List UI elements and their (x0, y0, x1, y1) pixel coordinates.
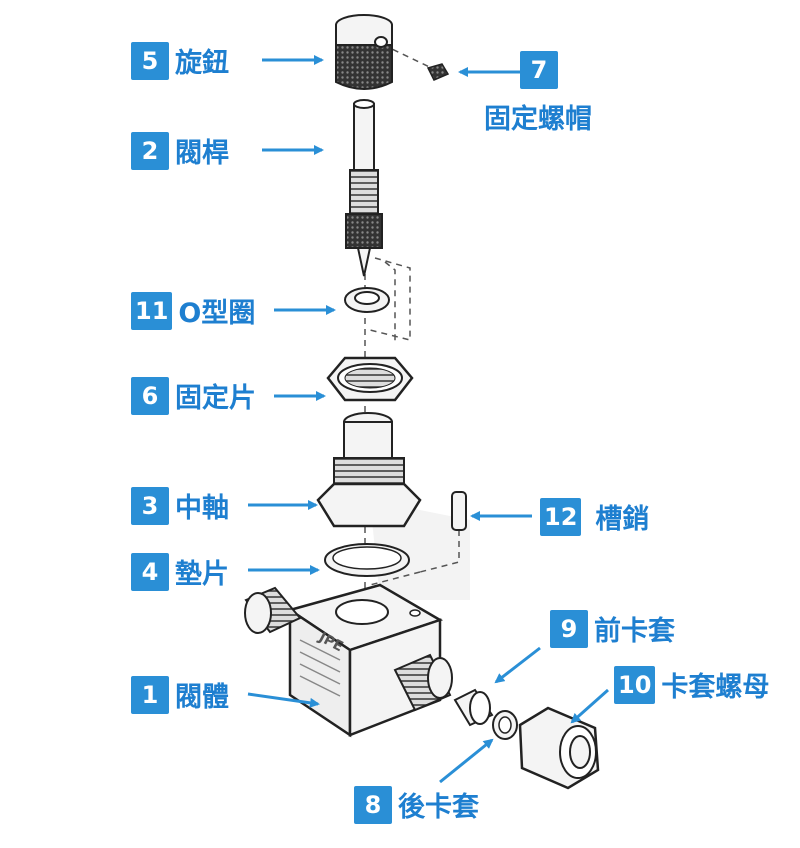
callout-1: 1 閥體 (131, 675, 229, 714)
callout-number: 5 (131, 41, 169, 80)
callout-label-o-ring: O型圈 (178, 298, 256, 329)
callout-label-valve-body: 閥體 (175, 682, 229, 713)
callout-label-locking-plate: 固定片 (175, 383, 256, 414)
front-ferrule-part (453, 688, 494, 727)
callout-number: 2 (131, 131, 169, 170)
back-ferrule-part (492, 710, 518, 740)
callout-6: 6 固定片 (131, 376, 256, 415)
callout-label-center-shaft: 中軸 (175, 493, 229, 524)
callout-label-ferrule-nut: 卡套螺母 (661, 672, 770, 703)
callout-number: 12 (540, 497, 582, 536)
callout-number: 9 (550, 609, 588, 648)
callout-arrows (247, 55, 609, 784)
callout-number: 11 (131, 291, 173, 330)
callout-label-gasket: 墊片 (175, 559, 229, 590)
callout-3: 3 中軸 (131, 486, 229, 525)
callout-number: 4 (131, 552, 169, 591)
callout-label-back-ferrule: 後卡套 (398, 792, 479, 823)
callout-number: 7 (520, 51, 558, 89)
o-ring-part (344, 287, 390, 313)
callout-7: 7 (520, 51, 558, 89)
callout-4: 4 墊片 (131, 552, 229, 591)
callout-9: 9 前卡套 (550, 609, 675, 648)
callout-label-front-ferrule: 前卡套 (594, 616, 675, 647)
valve-body-part (244, 583, 453, 738)
set-nut-part (426, 63, 450, 81)
callout-11: 11 O型圈 (131, 291, 255, 330)
stem-part (345, 99, 383, 277)
callout-label-groove-pin: 槽銷 (595, 504, 650, 535)
callout-label-set-nut: 固定螺帽 (484, 104, 592, 135)
groove-pin-part (451, 491, 467, 531)
callout-label-stem: 閥桿 (175, 138, 229, 169)
callout-5: 5 旋鈕 (131, 41, 229, 80)
callout-12: 12 槽銷 (540, 497, 649, 536)
ferrule-nut-part (518, 706, 600, 790)
gasket-part (324, 543, 410, 577)
callout-8: 8 後卡套 (354, 785, 479, 824)
callout-2: 2 閥桿 (131, 131, 229, 170)
locking-plate-part (326, 356, 414, 402)
callout-label-knob: 旋鈕 (175, 48, 229, 79)
callout-number: 6 (131, 376, 169, 415)
callout-number: 1 (131, 675, 169, 714)
callout-number: 3 (131, 486, 169, 525)
callout-number: 10 (614, 665, 656, 704)
knob-part (335, 14, 393, 90)
callout-10: 10 卡套螺母 (614, 665, 769, 704)
center-shaft-part (316, 412, 422, 528)
callout-number: 8 (354, 785, 392, 824)
